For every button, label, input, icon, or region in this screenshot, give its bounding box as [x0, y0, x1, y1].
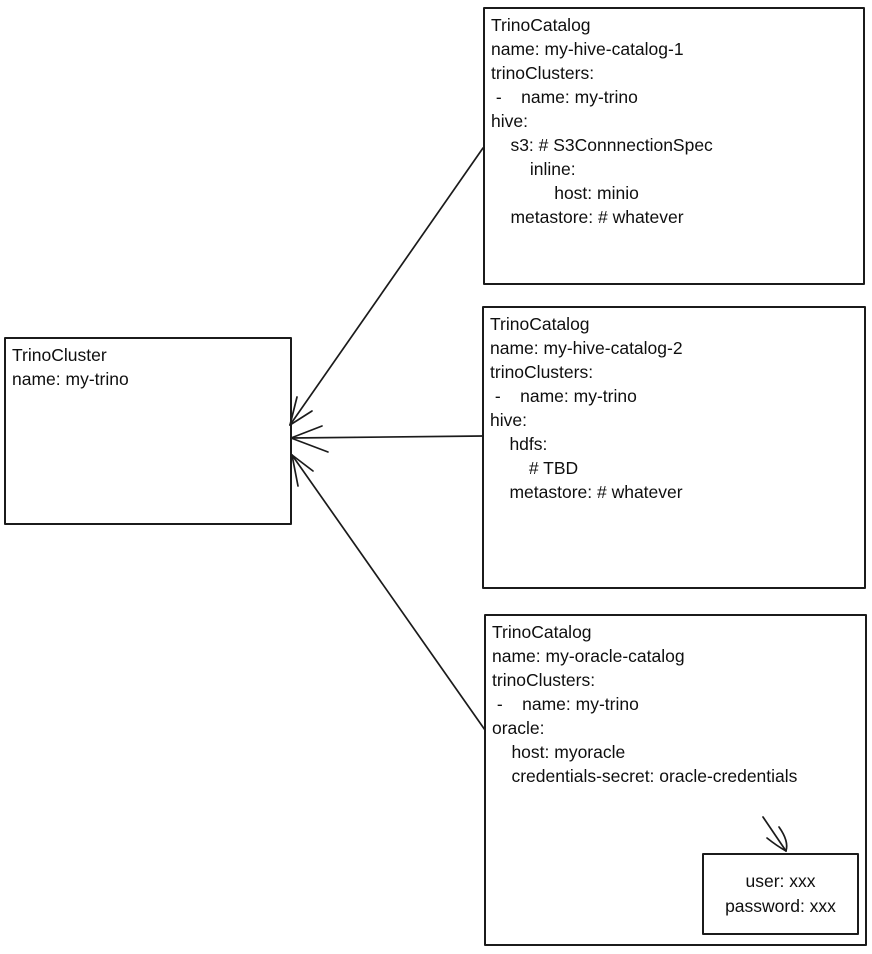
- edge-catalog1-to-cluster: [289, 147, 484, 426]
- yaml-text-line: trinoClusters:: [491, 63, 595, 83]
- yaml-text-line: password: xxx: [725, 896, 836, 916]
- yaml-text-line: oracle:: [492, 718, 545, 738]
- yaml-text-line: trinoClusters:: [490, 362, 594, 382]
- yaml-text-line: inline:: [491, 159, 576, 179]
- yaml-text-line: TrinoCatalog: [491, 15, 591, 35]
- edge-line: [290, 435, 484, 439]
- yaml-text-line: host: minio: [491, 183, 639, 203]
- edge-line: [291, 454, 486, 731]
- arrowhead-barb: [291, 454, 299, 487]
- node-oracle-credentials-secret: user: xxx password: xxx: [702, 853, 859, 935]
- yaml-text-line: hive:: [491, 111, 528, 131]
- yaml-text-line: - name: my-trino: [491, 87, 638, 107]
- yaml-text-line: metastore: # whatever: [490, 482, 683, 502]
- yaml-text-line: name: my-hive-catalog-1: [491, 39, 684, 59]
- yaml-text-line: s3: # S3ConnnectionSpec: [491, 135, 713, 155]
- node-trino-catalog-2: TrinoCatalog name: my-hive-catalog-2 trino…: [482, 306, 866, 589]
- yaml-text-line: hive:: [490, 410, 527, 430]
- node-trino-catalog-1: TrinoCatalog name: my-hive-catalog-1 trino…: [483, 7, 865, 285]
- edge-catalog3-to-cluster: [291, 454, 486, 731]
- yaml-text-line: TrinoCluster: [12, 345, 107, 365]
- yaml-text-line: user: xxx: [745, 871, 816, 891]
- yaml-text-line: - name: my-trino: [492, 694, 639, 714]
- yaml-text-line: trinoClusters:: [492, 670, 596, 690]
- yaml-text-line: TrinoCatalog: [492, 622, 592, 642]
- yaml-text-line: TrinoCatalog: [490, 314, 590, 334]
- arrowhead-barb: [289, 410, 313, 426]
- yaml-text-line: name: my-oracle-catalog: [492, 646, 685, 666]
- arrowhead-barb: [290, 425, 323, 439]
- yaml-text-line: credentials-secret: oracle-credentials: [492, 766, 798, 786]
- yaml-text-line: name: my-hive-catalog-2: [490, 338, 683, 358]
- yaml-text-line: metastore: # whatever: [491, 207, 684, 227]
- node-trino-cluster: TrinoCluster name: my-trino: [4, 337, 292, 525]
- yaml-text-line: hdfs:: [490, 434, 548, 454]
- yaml-text-line: host: myoracle: [492, 742, 626, 762]
- yaml-text-line: - name: my-trino: [490, 386, 637, 406]
- edge-line: [289, 147, 484, 426]
- edge-catalog2-to-cluster: [290, 425, 484, 453]
- arrowhead-barb: [291, 454, 314, 472]
- arrowhead-barb: [290, 437, 329, 453]
- yaml-text-line: name: my-trino: [12, 369, 129, 389]
- yaml-text-line: # TBD: [490, 458, 579, 478]
